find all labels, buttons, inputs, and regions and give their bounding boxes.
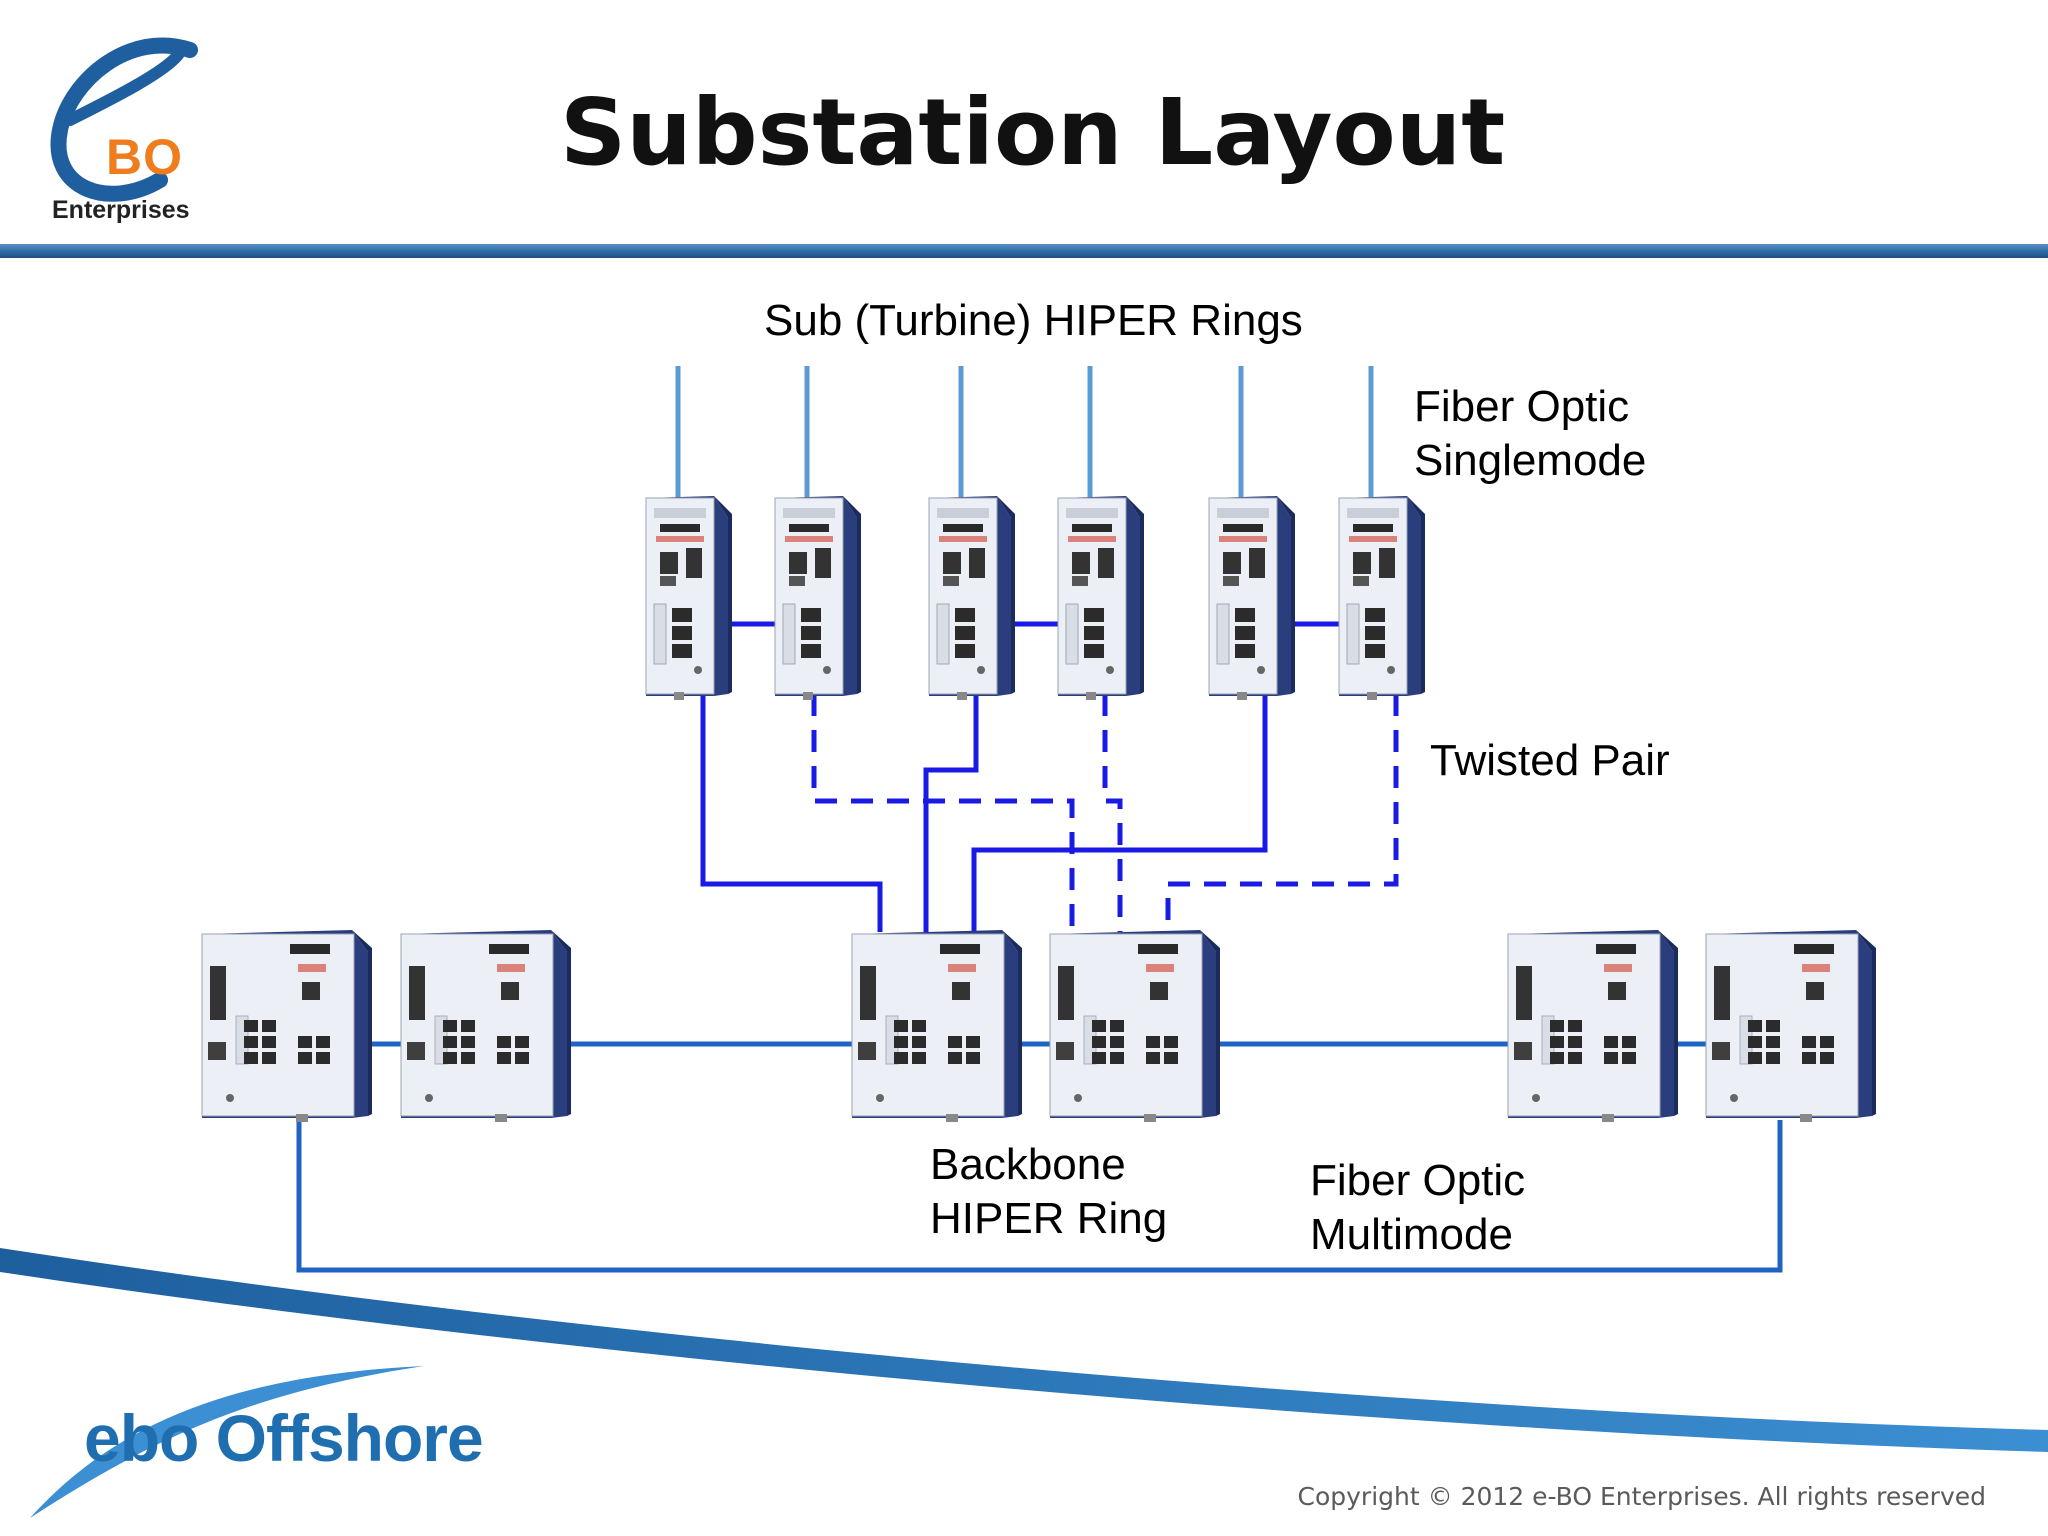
backbone-switch	[1049, 929, 1221, 1123]
label-fiber-multimode-line1: Fiber Optic	[1310, 1156, 1526, 1205]
logo-company-text: Enterprises	[52, 196, 190, 224]
backbone-switch	[201, 929, 373, 1123]
turbine-switch	[645, 495, 733, 701]
backbone-switch	[851, 929, 1023, 1123]
logo-bo-text: BO	[106, 129, 183, 185]
twisted-pair-links	[700, 621, 1340, 932]
turbine-switch	[928, 495, 1016, 701]
label-fiber-singlemode: Fiber Optic Singlemode	[1414, 380, 1646, 488]
footer-logo-text: ebo Offshore	[84, 1401, 484, 1475]
label-fiber-multimode-line2: Multimode	[1310, 1210, 1513, 1259]
backbone-ring-links	[296, 1041, 1783, 1273]
turbine-switch	[1338, 495, 1426, 701]
turbine-switch	[774, 495, 862, 701]
label-backbone-line1: Backbone	[930, 1140, 1126, 1189]
label-fiber-singlemode-line2: Singlemode	[1414, 436, 1647, 485]
turbine-switch	[1057, 495, 1145, 701]
turbine-switch	[1208, 495, 1296, 701]
backbone-switch	[1507, 929, 1679, 1123]
ebo-logo-icon	[50, 37, 198, 202]
page-title: Substation Layout	[560, 79, 1506, 186]
label-fiber-multimode: Fiber Optic Multimode	[1310, 1154, 1525, 1262]
backbone-switch	[400, 929, 572, 1123]
label-backbone-ring: Backbone HIPER Ring	[930, 1138, 1167, 1246]
backbone-switch	[1705, 929, 1877, 1123]
footer-swoosh	[0, 1248, 2048, 1452]
fiber-singlemode-links	[675, 366, 1374, 500]
header-rule	[0, 244, 2048, 258]
twisted-pair-dashed-links	[811, 694, 1399, 932]
label-backbone-line2: HIPER Ring	[930, 1194, 1168, 1243]
label-twisted-pair: Twisted Pair	[1430, 736, 1670, 785]
copyright-text: Copyright © 2012 e-BO Enterprises. All r…	[1297, 1482, 1986, 1511]
label-sub-rings: Sub (Turbine) HIPER Rings	[764, 296, 1303, 345]
label-fiber-singlemode-line1: Fiber Optic	[1414, 382, 1630, 431]
